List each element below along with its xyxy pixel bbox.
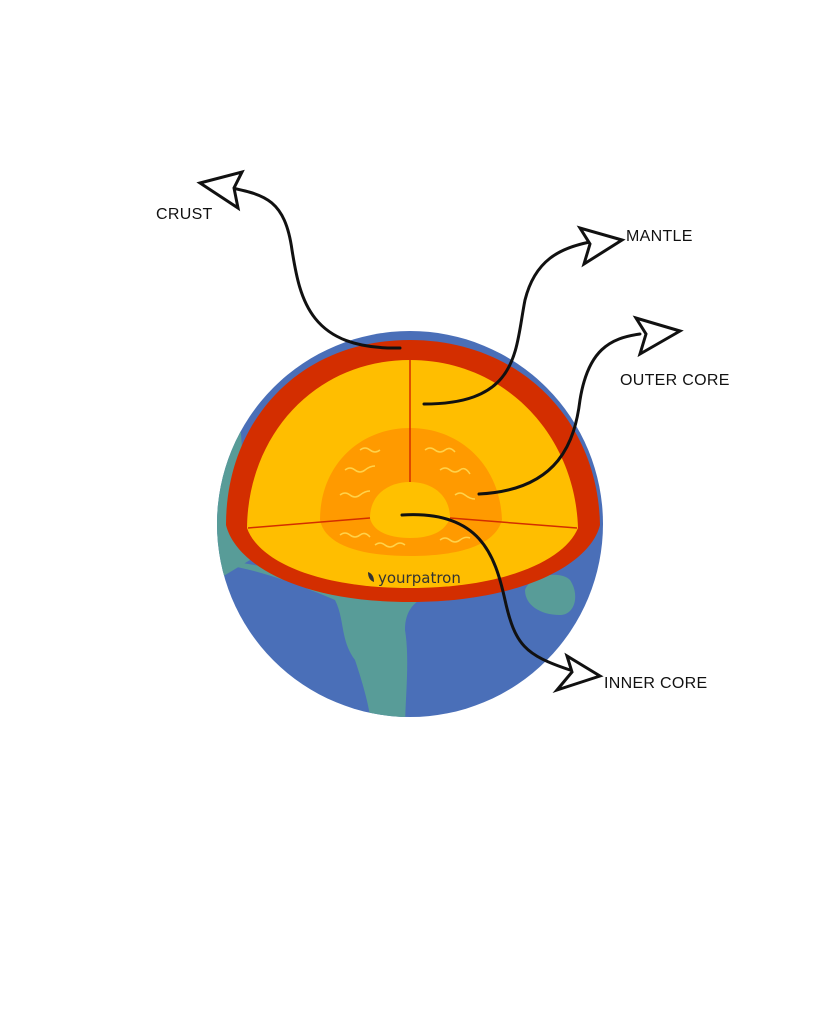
outer-core-arrow xyxy=(477,332,642,496)
outer-core-arrowhead xyxy=(632,315,684,358)
inner-core-arrowhead xyxy=(552,652,604,694)
crust-arrow xyxy=(230,186,402,350)
mantle-label: MANTLE xyxy=(626,228,693,245)
outer-core-label: OUTER CORE xyxy=(620,372,730,389)
watermark-logo: yourpatron xyxy=(368,569,461,587)
pointer-arrows xyxy=(196,169,684,694)
inner-core-layer xyxy=(370,482,450,538)
mantle-arrow xyxy=(422,240,592,406)
crust-label: CRUST xyxy=(156,206,213,223)
inner-core-arrow xyxy=(400,513,572,672)
inner-core-label: INNER CORE xyxy=(604,675,708,692)
watermark-text: yourpatron xyxy=(378,569,461,587)
outer-core-swirls xyxy=(339,447,476,548)
crust-arrowhead xyxy=(196,169,245,212)
mantle-arrowhead xyxy=(576,225,626,268)
wedge-lines xyxy=(247,360,578,529)
